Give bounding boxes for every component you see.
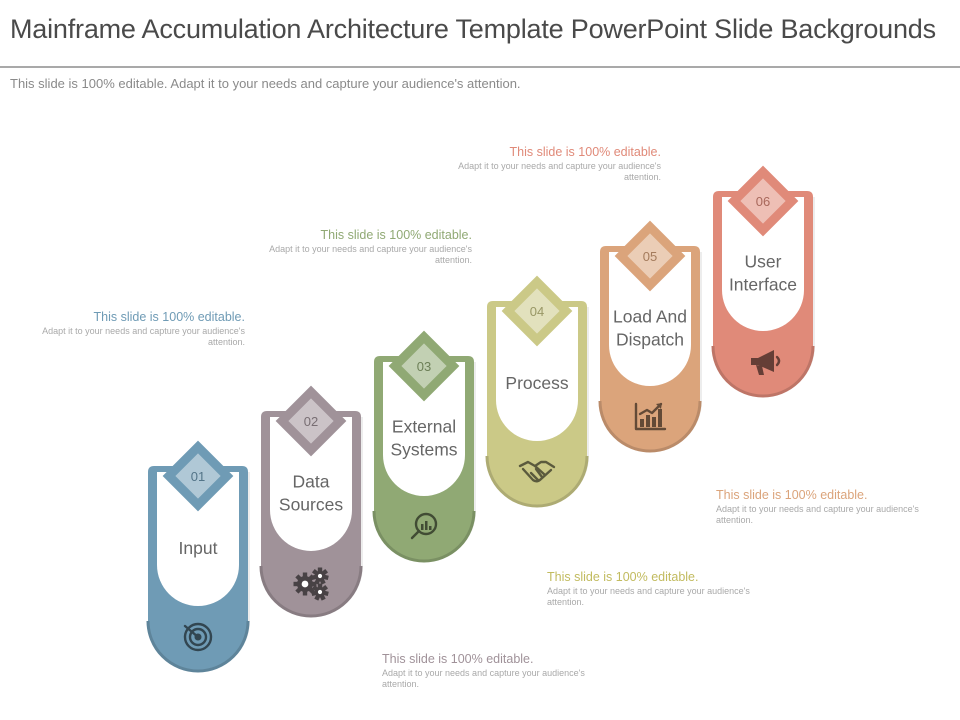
note-body: Adapt it to your needs and capture your …: [458, 160, 661, 182]
note-external-systems: This slide is 100% editable. Adapt it to…: [252, 228, 472, 266]
note-heading: This slide is 100% editable.: [716, 488, 868, 502]
note-body: Adapt it to your needs and capture your …: [382, 667, 585, 689]
step-label-panel: [383, 362, 465, 496]
step-label-panel: [722, 197, 804, 331]
step-number: 02: [304, 414, 318, 429]
note-heading: This slide is 100% editable.: [509, 145, 661, 159]
step-label-panel: [157, 472, 239, 606]
note-load-and-dispatch: This slide is 100% editable. Adapt it to…: [441, 145, 661, 183]
magnifier-chart-icon: [410, 512, 438, 540]
step-number-badge: 06: [727, 165, 799, 237]
handshake-icon: [518, 460, 556, 483]
target-icon: [183, 622, 213, 652]
step-number-badge: 03: [388, 330, 460, 402]
note-data-sources: This slide is 100% editable. Adapt it to…: [382, 652, 602, 690]
note-heading: This slide is 100% editable.: [320, 228, 472, 242]
title-divider: [0, 66, 960, 68]
step-label-panel: [609, 252, 691, 386]
step-number: 05: [643, 249, 657, 264]
note-body: Adapt it to your needs and capture your …: [42, 325, 245, 347]
bar-chart-icon: [634, 402, 667, 431]
note-process: This slide is 100% editable. Adapt it to…: [547, 570, 767, 608]
step-number-badge: 05: [614, 220, 686, 292]
note-heading: This slide is 100% editable.: [547, 570, 699, 584]
step-label-panel: [496, 307, 578, 441]
step-label: Process: [505, 373, 568, 393]
note-heading: This slide is 100% editable.: [382, 652, 534, 666]
step-label: Input: [179, 538, 218, 558]
step-number-badge: 01: [162, 440, 234, 512]
note-body: Adapt it to your needs and capture your …: [716, 503, 919, 525]
megaphone-icon: [751, 350, 781, 375]
note-user-interface: This slide is 100% editable. Adapt it to…: [716, 488, 936, 526]
step-number: 06: [756, 194, 770, 209]
slide-subtitle: This slide is 100% editable. Adapt it to…: [10, 76, 521, 91]
step-number-badge: 02: [275, 385, 347, 457]
slide-title: Mainframe Accumulation Architecture Temp…: [10, 14, 936, 44]
step-tab-04: Process 04: [485, 275, 589, 508]
note-body: Adapt it to your needs and capture your …: [547, 585, 750, 607]
step-label-panel: [270, 417, 352, 551]
note-heading: This slide is 100% editable.: [93, 310, 245, 324]
step-number: 03: [417, 359, 431, 374]
note-input: This slide is 100% editable. Adapt it to…: [25, 310, 245, 348]
step-tab-01: Input 01: [146, 440, 250, 673]
step-number: 01: [191, 469, 205, 484]
gears-icon: [293, 567, 329, 601]
step-number: 04: [530, 304, 544, 319]
note-body: Adapt it to your needs and capture your …: [269, 243, 472, 265]
step-number-badge: 04: [501, 275, 573, 347]
